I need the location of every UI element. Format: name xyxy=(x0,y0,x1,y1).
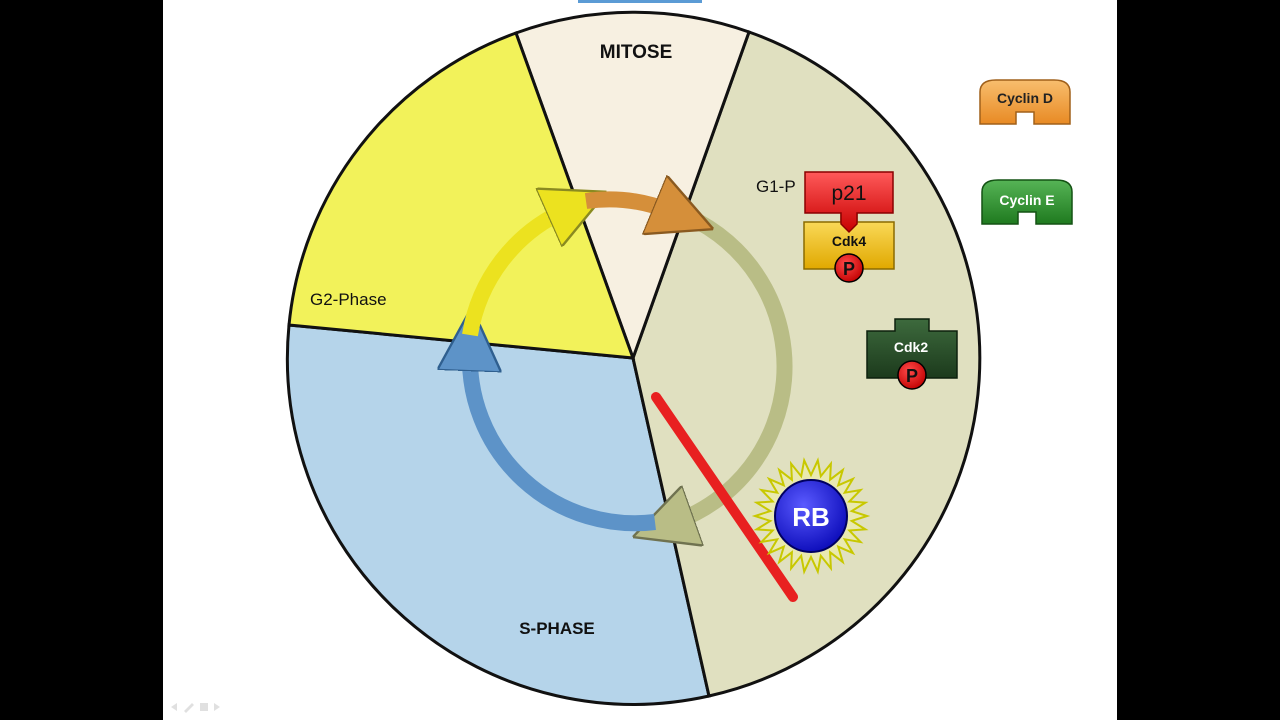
mitose-label: MITOSE xyxy=(600,42,673,63)
rb-protein: RB xyxy=(751,457,871,575)
g2-label: G2-Phase xyxy=(310,290,387,309)
cyclin-e-shape xyxy=(981,179,1073,225)
cyclin-d-shape xyxy=(979,79,1071,125)
yellow-arrow xyxy=(462,210,566,337)
cyclin-e: Cyclin E xyxy=(981,179,1073,225)
next-slide-icon[interactable] xyxy=(214,703,220,711)
cdk2-complex: Cdk2 P xyxy=(866,318,958,390)
inhibitor-bar xyxy=(651,392,798,602)
presenter-toolbar[interactable] xyxy=(171,703,220,713)
cyclin-d: Cyclin D xyxy=(979,79,1071,125)
rb-label: RB xyxy=(792,502,830,532)
top-tab-marker xyxy=(578,0,702,3)
s-phase-sector xyxy=(285,323,711,706)
p21-label: p21 xyxy=(831,182,866,205)
mitose-sector xyxy=(514,10,751,363)
pen-icon[interactable] xyxy=(184,703,194,713)
rb-circle xyxy=(774,479,848,553)
cyclin-e-label: Cyclin E xyxy=(999,192,1054,208)
cdk4-label: Cdk4 xyxy=(832,233,866,249)
cyclin-d-label: Cyclin D xyxy=(997,90,1053,106)
g2-phase-sector xyxy=(287,31,636,360)
cdk2-phospho-circle xyxy=(897,360,927,390)
cdk2-label: Cdk2 xyxy=(894,339,928,355)
g1-label: G1-P xyxy=(756,177,796,196)
p21-cdk4-complex: p21 Cdk4 P xyxy=(803,171,895,283)
p21-block xyxy=(804,171,894,234)
orange-arrow xyxy=(584,199,672,212)
cdk2-block xyxy=(866,318,958,379)
cdk2-phospho-label: P xyxy=(906,366,918,386)
cdk4-phospho-label: P xyxy=(843,259,855,279)
prev-slide-icon[interactable] xyxy=(171,703,177,711)
s-phase-label: S-PHASE xyxy=(519,619,595,638)
cdk4-phospho-circle xyxy=(834,253,864,283)
blue-arrow xyxy=(470,352,656,532)
menu-icon[interactable] xyxy=(200,703,208,711)
